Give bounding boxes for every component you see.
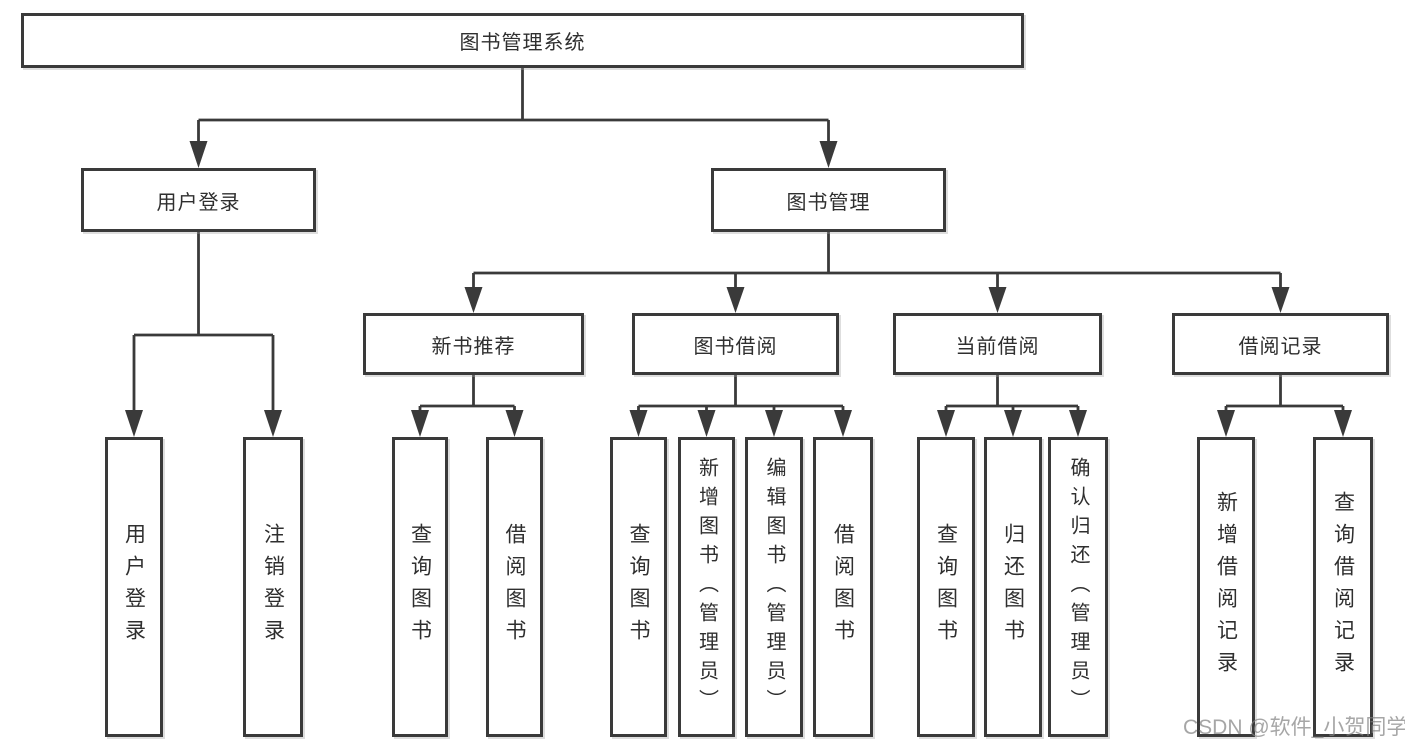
node-user-login-label: 用户登录 [156,191,241,214]
node-current-borrow: 当前借阅 [893,313,1102,375]
node-leaf-query-borrow-record: 查询借阅记录 [1313,437,1373,737]
node-book-mgmt: 图书管理 [711,168,946,232]
leaf-label: 查询图书 [934,523,958,651]
leaf-label: 新增借阅记录 [1214,491,1238,683]
node-borrowing: 图书借阅 [632,313,839,375]
leaf-label: 查询借阅记录 [1331,491,1355,683]
node-book-mgmt-label: 图书管理 [786,191,871,214]
arrowheads [125,141,1352,437]
csdn-watermark: CSDN @软件_小贺同学 [1183,716,1405,739]
node-borrowing-label: 图书借阅 [693,335,778,358]
node-new-books-label: 新书推荐 [431,335,516,358]
leaf-label: 归还图书 [1001,523,1025,651]
leaf-label: 借阅图书 [831,523,855,651]
node-leaf-borrow-books-2: 借阅图书 [813,437,873,737]
node-leaf-query-books-3: 查询图书 [917,437,975,737]
node-borrow-records-label: 借阅记录 [1238,335,1323,358]
leaf-label: 借阅图书 [503,523,526,651]
leaf-label: 查询图书 [408,523,432,651]
node-current-borrow-label: 当前借阅 [955,335,1040,358]
node-leaf-logout: 注销登录 [243,437,303,737]
node-user-login: 用户登录 [81,168,316,232]
node-new-books: 新书推荐 [363,313,584,375]
leaf-label: 确认归还（管理员） [1067,456,1089,718]
leaf-label: 用户登录 [122,523,146,651]
leaf-label: 注销登录 [261,523,285,651]
node-leaf-query-books-2: 查询图书 [610,437,667,737]
node-leaf-edit-books-admin: 编辑图书（管理员） [745,437,803,737]
node-leaf-add-borrow-record: 新增借阅记录 [1197,437,1255,737]
node-root-label: 图书管理系统 [459,32,586,54]
node-root: 图书管理系统 [21,13,1024,68]
node-leaf-query-books: 查询图书 [392,437,448,737]
node-leaf-confirm-return-admin: 确认归还（管理员） [1048,437,1108,737]
leaf-label: 新增图书（管理员） [695,456,718,718]
leaf-label: 编辑图书（管理员） [763,456,785,718]
node-leaf-add-books-admin: 新增图书（管理员） [678,437,735,737]
node-leaf-user-login: 用户登录 [105,437,163,737]
node-borrow-records: 借阅记录 [1172,313,1389,375]
leaf-label: 查询图书 [627,523,650,651]
node-leaf-borrow-books: 借阅图书 [486,437,543,737]
node-leaf-return-books: 归还图书 [984,437,1042,737]
